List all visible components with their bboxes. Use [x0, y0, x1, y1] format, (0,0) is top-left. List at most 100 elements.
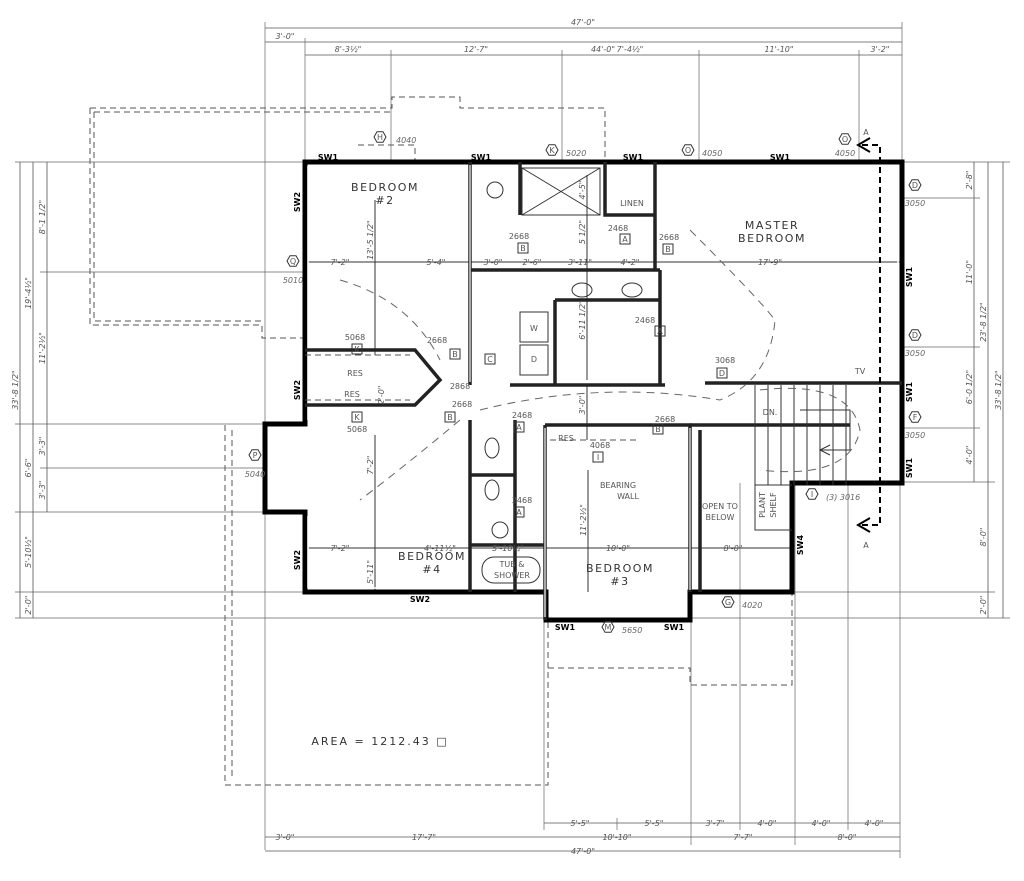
dimension-bottom: 10'-10" — [602, 833, 631, 842]
dimension-top: 7'-4½" — [617, 45, 644, 54]
sink-icon — [484, 437, 500, 459]
interior-walls — [305, 162, 902, 620]
window-tag-icon — [908, 329, 922, 341]
dimension-interior: 8'-0" — [724, 544, 743, 553]
shear-wall-label: SW2 — [293, 380, 302, 400]
door-size: 2468 — [512, 496, 532, 505]
dimension-right: 4'-0" — [965, 446, 974, 465]
dimension-interior: 5'-10½" — [492, 544, 524, 553]
dimension-interior: 2'-6" — [523, 258, 542, 267]
dimension-bottom: 4'-0" — [865, 819, 884, 828]
dimension-interior: 3'-11" — [568, 258, 592, 267]
door-tag-box — [449, 348, 461, 360]
dimension-right: 11'-0" — [965, 260, 974, 284]
window-size: 5040 — [245, 470, 265, 479]
door-size: 2868 — [450, 382, 470, 391]
window-size: 4020 — [742, 601, 762, 610]
window-tag: D — [912, 331, 918, 340]
window-tag: O — [842, 135, 848, 144]
room-label: BEDROOM — [738, 232, 806, 245]
dimension-right: 2'-8" — [965, 171, 974, 190]
door-size: 2468 — [608, 224, 628, 233]
shear-wall-label: SW2 — [293, 550, 302, 570]
dimension-left: 8'-1 1/2" — [38, 200, 47, 234]
door-tag: B — [665, 245, 671, 254]
dimension-top: 47'-0" — [571, 18, 595, 27]
room-label: BEDROOM — [351, 181, 419, 194]
window-tag: M — [605, 623, 612, 632]
section-marker-label: A — [863, 541, 869, 550]
dimension-interior: 4'-11½" — [424, 544, 456, 553]
door-tag: C — [487, 355, 493, 364]
window-size: 5020 — [566, 149, 586, 158]
dimension-lines — [15, 22, 1010, 858]
door-tag: B — [447, 413, 453, 422]
room-label: BEDROOM — [398, 550, 466, 563]
window-tag: P — [253, 451, 258, 460]
window-size: 3050 — [905, 431, 925, 440]
circuit-arcs — [339, 229, 861, 501]
window-size: 3050 — [905, 349, 925, 358]
bearing-wall-label: WALL — [617, 492, 639, 501]
window-size: 4050 — [702, 149, 722, 158]
door-tag: K — [354, 413, 360, 422]
shear-wall-label: SW1 — [318, 153, 339, 162]
dimension-right: 33'-8 1/2" — [994, 370, 1003, 409]
shear-wall-label: SW1 — [555, 623, 576, 632]
door-tag: B — [520, 244, 526, 253]
washer-icon — [519, 311, 549, 343]
dimension-bottom: 4'-0" — [758, 819, 777, 828]
window-size: 3050 — [905, 199, 925, 208]
room-label-linen: LINEN — [620, 199, 644, 208]
sink-icon — [571, 282, 593, 298]
dimension-interior: 6'-11 1/2" — [578, 300, 587, 339]
dimension-top: 11'-10" — [764, 45, 793, 54]
door-tag: A — [516, 423, 522, 432]
window-tag: Q — [290, 257, 296, 266]
door-tag-box — [351, 411, 363, 423]
door-size: 2668 — [427, 336, 447, 345]
dimension-left: 33'-8 1/2" — [11, 370, 20, 409]
dimension-left: 6'-6" — [24, 459, 33, 478]
dimension-interior: 5 1/2" — [578, 220, 587, 244]
shear-wall-label: SW2 — [293, 192, 302, 212]
dimension-top: 12'-7" — [464, 45, 488, 54]
window-tag: I — [811, 490, 813, 499]
bearing-wall-label: BEARING — [600, 481, 636, 490]
door-tag: B — [655, 425, 661, 434]
dimension-left: 2'-0" — [24, 596, 33, 615]
door-size: 2468 — [512, 411, 532, 420]
area-label: AREA = 1212.43 □ — [311, 735, 448, 748]
section-marker-label: A — [863, 128, 869, 137]
bathtub-icon — [481, 556, 541, 584]
door-size: 5068 — [345, 333, 365, 342]
sink-icon — [484, 479, 500, 501]
shear-wall-label: SW1 — [664, 623, 685, 632]
dryer-label: D — [531, 355, 537, 364]
window-tag-icon — [721, 596, 735, 608]
tub-shower-label: SHOWER — [494, 571, 530, 580]
door-size: 2668 — [509, 232, 529, 241]
door-tag: I — [597, 453, 599, 462]
door-tag: A — [516, 508, 522, 517]
dimension-top: 3'-2" — [871, 45, 890, 54]
res-label: RES — [558, 434, 574, 443]
dimension-top: 44'-0" — [591, 45, 615, 54]
dimension-right: 8'-0" — [979, 528, 988, 547]
door-tag-box — [513, 506, 525, 518]
toilet-icon — [486, 181, 504, 199]
window-tag-icon — [908, 179, 922, 191]
dimension-interior: 10'-0" — [606, 544, 630, 553]
dimension-left: 5'-10½" — [24, 536, 33, 568]
window-tag-icon — [805, 488, 819, 500]
dimension-left: 3'-3" — [38, 437, 47, 456]
door-size: 2468 — [635, 316, 655, 325]
dimension-bottom: 3'-7" — [706, 819, 725, 828]
door-tag-box — [517, 242, 529, 254]
door-tag-box — [444, 411, 456, 423]
window-size: 4040 — [396, 136, 416, 145]
door-tag: K — [354, 345, 360, 354]
dimension-interior: 7'-2" — [331, 544, 350, 553]
dimension-right: 6'-0 1/2" — [965, 370, 974, 404]
